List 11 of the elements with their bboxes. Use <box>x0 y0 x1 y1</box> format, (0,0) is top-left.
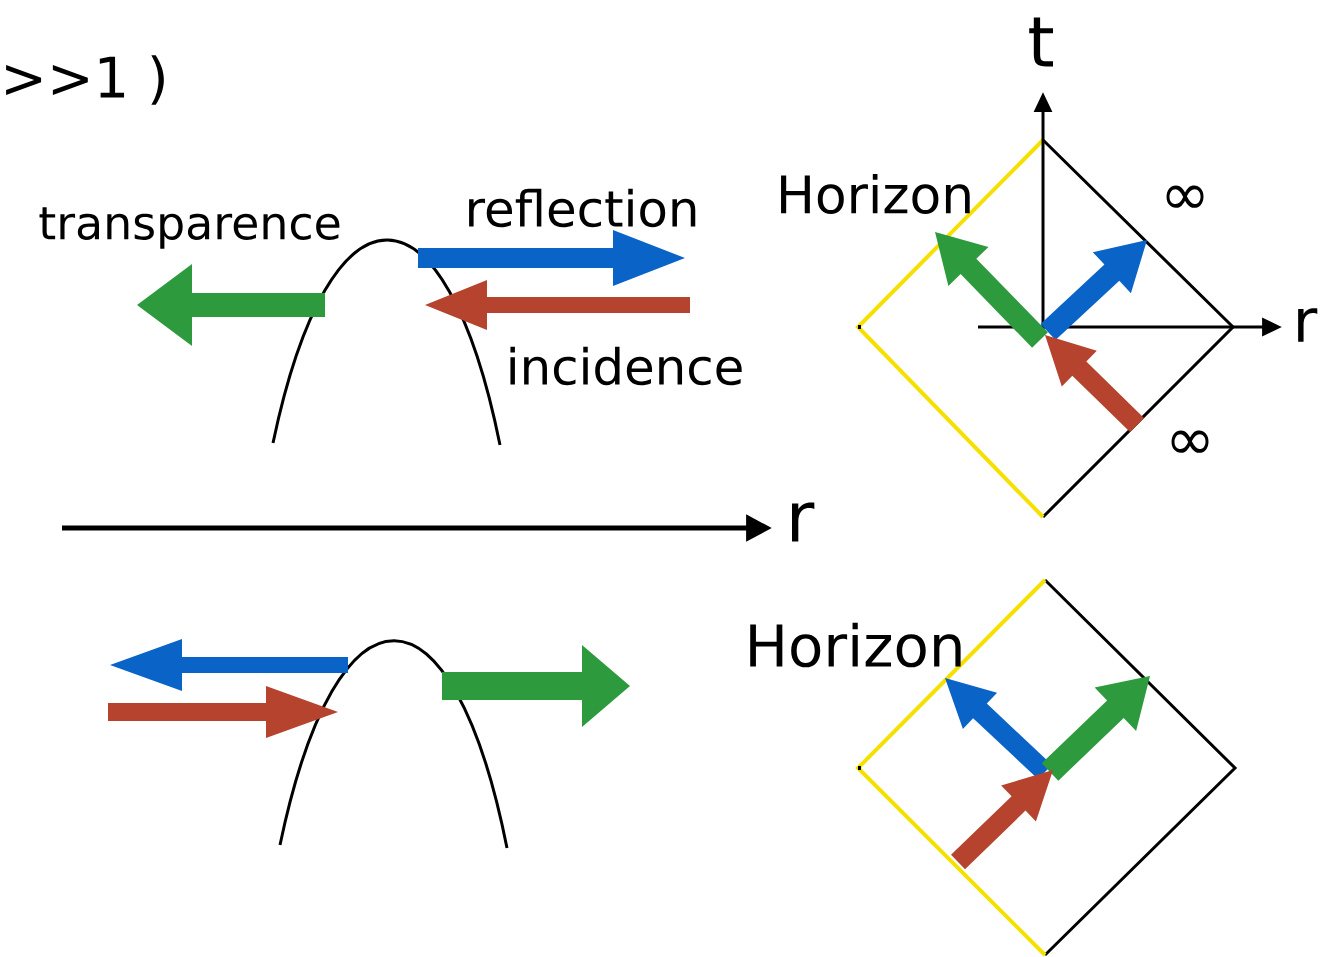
axis-label: r <box>792 502 815 542</box>
axis-label: r <box>1298 308 1318 342</box>
label: reflection <box>469 188 696 228</box>
label: incidence <box>510 346 742 386</box>
label: Horizon <box>781 173 970 215</box>
infinity-symbol: ∞ <box>1171 430 1209 453</box>
axis-label: t <box>1029 17 1053 67</box>
label: transparence <box>39 207 340 249</box>
formula-text: >>1 ) <box>6 55 164 105</box>
infinity-symbol: ∞ <box>1166 185 1204 208</box>
label: Horizon <box>750 622 961 668</box>
